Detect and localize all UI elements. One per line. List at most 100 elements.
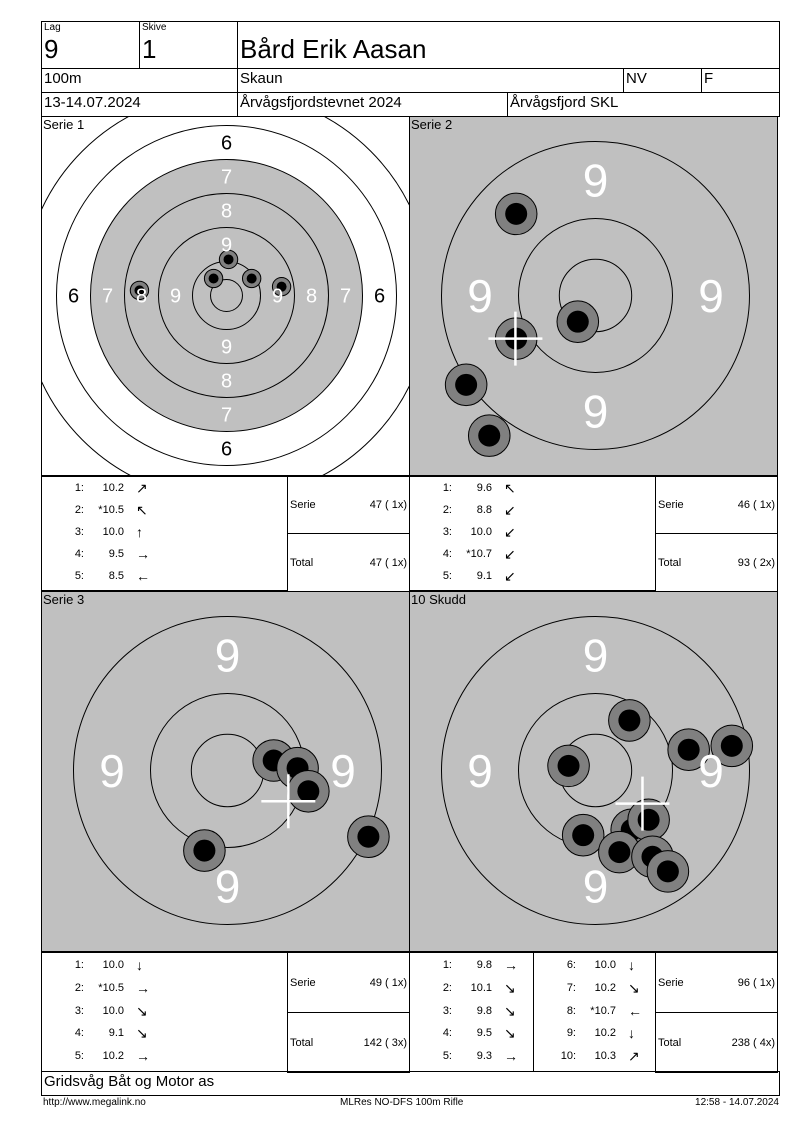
shot-score: *10.5 — [98, 504, 124, 516]
skive-value: 1 — [142, 34, 157, 64]
shot-row: 5:9.1↙ — [410, 567, 534, 585]
shot-number: 3: — [442, 1004, 452, 1017]
shot-score: *10.7 — [466, 548, 492, 560]
shot-number: 2: — [74, 981, 84, 994]
ring-number: 9 — [170, 286, 181, 308]
shot-list: 1:10.2↗2:*10.5↖3:10.0↑4:9.5→5:8.5← — [41, 475, 288, 591]
ring-number: 9 — [330, 745, 356, 797]
shot-center — [572, 824, 595, 847]
direction-arrow-icon: → — [504, 1048, 518, 1065]
direction-arrow-icon: ↓ — [136, 957, 143, 973]
shot-number: 8: — [566, 1004, 576, 1017]
target-black-area — [410, 592, 777, 951]
shot-row: 4:9.5↘ — [410, 1024, 534, 1042]
shot-center — [566, 310, 589, 333]
target-black-area — [42, 592, 409, 951]
ring-number: 9 — [698, 270, 724, 322]
total-value: 93 ( 2x) — [737, 556, 775, 569]
direction-arrow-icon: ↘ — [136, 1002, 148, 1019]
shot-center — [208, 273, 219, 284]
shot-score: 10.0 — [102, 526, 124, 538]
total-value: 238 ( 4x) — [731, 1036, 775, 1049]
shot-number: 1: — [442, 959, 452, 971]
panel-title: Serie 2 — [411, 117, 453, 132]
total-value: 47 ( 1x) — [369, 556, 407, 569]
class2-cell: F — [701, 68, 780, 93]
shot-center — [720, 734, 743, 757]
ring-number: 9 — [698, 745, 724, 797]
shot-number: 4: — [442, 1027, 452, 1040]
shot-row: 2:*10.5↖ — [42, 501, 166, 519]
direction-arrow-icon: → — [136, 979, 150, 996]
shot-number: 7: — [566, 981, 576, 994]
shot-row: 7: 10.2 ↘ — [534, 979, 655, 997]
shot-row: 1:9.8→ — [410, 956, 534, 974]
organizer-cell: Årvågsfjord SKL — [507, 92, 780, 117]
shot-list: 1:9.6↖2:8.8↙3:10.0↙4:*10.7↙5:9.1↙ — [409, 475, 656, 591]
shot-number: 10: — [560, 1050, 576, 1063]
serie-label: Serie — [290, 976, 316, 989]
target-ring — [90, 159, 363, 432]
shot-number: 3: — [442, 526, 452, 538]
shot-score: 10.2 — [102, 482, 124, 494]
shot-number: 1: — [442, 482, 452, 494]
total-value: 142 ( 3x) — [363, 1036, 407, 1049]
shot-number: 1: — [74, 959, 84, 971]
direction-arrow-icon: ↘ — [504, 1002, 516, 1019]
shot-score: 10.0 — [470, 526, 492, 538]
direction-arrow-icon: ↘ — [628, 979, 640, 996]
shot-number: 4: — [442, 548, 452, 560]
club-cell: Skaun — [237, 68, 624, 93]
lag-cell: Lag 9 — [41, 21, 140, 69]
total-summary: Total 238 ( 4x) — [655, 1012, 778, 1073]
shot-score: 8.5 — [108, 570, 124, 582]
shot-row: 3:9.8↘ — [410, 1002, 534, 1020]
shot-score: *10.5 — [98, 981, 124, 994]
target-ring — [158, 227, 295, 364]
ring-number: 9 — [583, 630, 609, 682]
shot-center — [618, 709, 641, 732]
shot-list: 1:10.0↓2:*10.5→3:10.0↘4:9.1↘5:10.2→ — [41, 952, 288, 1072]
shot-center — [677, 738, 700, 761]
shot-row: 3:10.0↑ — [42, 523, 166, 541]
shot-row: 3:10.0↘ — [42, 1002, 166, 1020]
ring-number: 9 — [467, 745, 493, 797]
shot-row: 5:8.5← — [42, 567, 166, 585]
shot-number: 5: — [74, 1050, 84, 1063]
ring-number: 8 — [306, 286, 317, 308]
shot-number: 5: — [442, 570, 452, 582]
shot-score: 10.2 — [594, 981, 616, 994]
shot-center — [478, 424, 501, 447]
shot-row: 10:10.3↗ — [534, 1047, 655, 1065]
footer-url[interactable]: http://www.megalink.no — [43, 1097, 146, 1108]
serie-summary: Serie 49 ( 1x) — [287, 952, 410, 1013]
direction-arrow-icon: ← — [628, 1002, 642, 1019]
shot-score: 9.1 — [108, 1027, 124, 1040]
shot-number: 5: — [442, 1050, 452, 1063]
panel-title: 10 Skudd — [411, 592, 466, 607]
shot-score: 9.5 — [476, 1027, 492, 1040]
shot-center — [276, 281, 287, 292]
shot-row: 2:10.1↘ — [410, 979, 534, 997]
ring-number: 8 — [136, 286, 147, 308]
serie-value: 49 ( 1x) — [369, 976, 407, 989]
sponsor: Gridsvåg Båt og Motor as — [44, 1073, 215, 1090]
class: NV — [626, 70, 647, 87]
ring-number: 6 — [374, 286, 385, 308]
shot-number: 9: — [566, 1027, 576, 1040]
skive-label: Skive — [142, 22, 167, 33]
direction-arrow-icon: → — [504, 957, 518, 973]
total-label: Total — [658, 1036, 682, 1049]
ring-number: 9 — [221, 235, 232, 257]
ring-number: 8 — [221, 201, 232, 223]
shot-row: 1:9.6↖ — [410, 479, 534, 497]
